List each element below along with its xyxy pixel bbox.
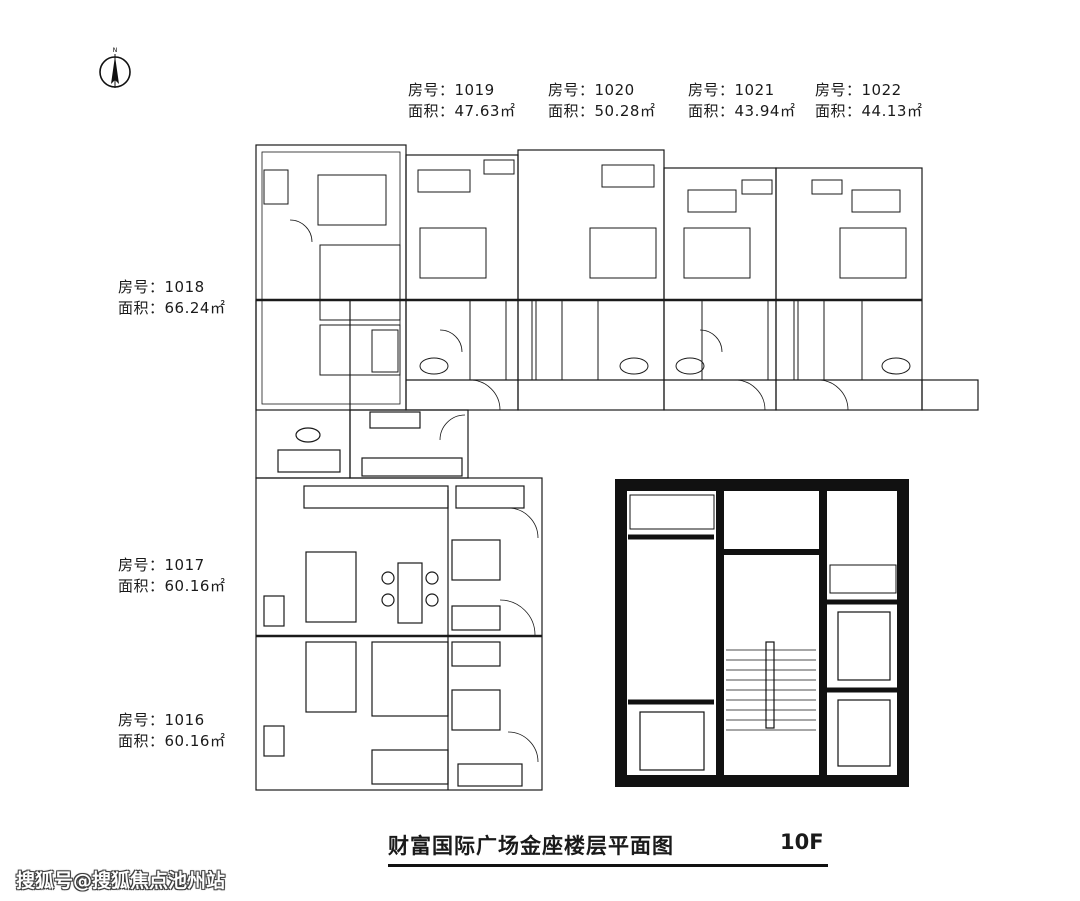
floor-number: 10F xyxy=(780,830,824,854)
room-area: 面积：47.63㎡ xyxy=(408,102,516,120)
room-area: 面积：43.94㎡ xyxy=(688,102,796,120)
furniture-top xyxy=(263,159,901,213)
source-watermark: 搜狐号@搜狐焦点池州站 xyxy=(16,870,226,892)
room-number: 房号：1017 xyxy=(118,556,205,574)
unit-1016-label: 房号：1016 面积：60.16㎡ xyxy=(118,710,225,752)
plan-title: 财富国际广场金座楼层平面图 xyxy=(388,834,674,858)
unit-1018-label: 房号：1018 面积：66.24㎡ xyxy=(118,277,225,319)
room-area: 面积：50.28㎡ xyxy=(548,102,656,120)
room-area: 面积：60.16㎡ xyxy=(118,577,226,595)
plan-caption: 财富国际广场金座楼层平面图 10F xyxy=(388,828,828,868)
beds-top xyxy=(317,174,907,279)
unit-1017-label: 房号：1017 面积：60.16㎡ xyxy=(118,555,225,597)
unit-1019-label: 房号：1019 面积：47.63㎡ xyxy=(408,80,515,122)
room-number: 房号：1018 xyxy=(118,278,205,296)
stair-treads xyxy=(726,649,816,731)
room-area: 面积：60.16㎡ xyxy=(118,732,226,750)
room-number: 房号：1019 xyxy=(408,81,495,99)
caption-underline xyxy=(388,864,828,867)
door-swings-top xyxy=(289,219,849,411)
unit-1021-label: 房号：1021 面积：43.94㎡ xyxy=(688,80,795,122)
room-number: 房号：1022 xyxy=(815,81,902,99)
room-number: 房号：1021 xyxy=(688,81,775,99)
building-core xyxy=(615,479,909,787)
lower-units-block xyxy=(255,477,543,791)
room-area: 面积：66.24㎡ xyxy=(118,299,226,317)
bathrooms-top xyxy=(319,244,923,381)
north-compass-icon: N xyxy=(99,47,131,88)
north-label: N xyxy=(113,47,118,54)
unit-1022-label: 房号：1022 面积：44.13㎡ xyxy=(815,80,922,122)
unit-1020-label: 房号：1020 面积：50.28㎡ xyxy=(548,80,655,122)
room-number: 房号：1020 xyxy=(548,81,635,99)
room-number: 房号：1016 xyxy=(118,711,205,729)
unit-1018-block xyxy=(255,299,469,479)
room-area: 面积：44.13㎡ xyxy=(815,102,923,120)
